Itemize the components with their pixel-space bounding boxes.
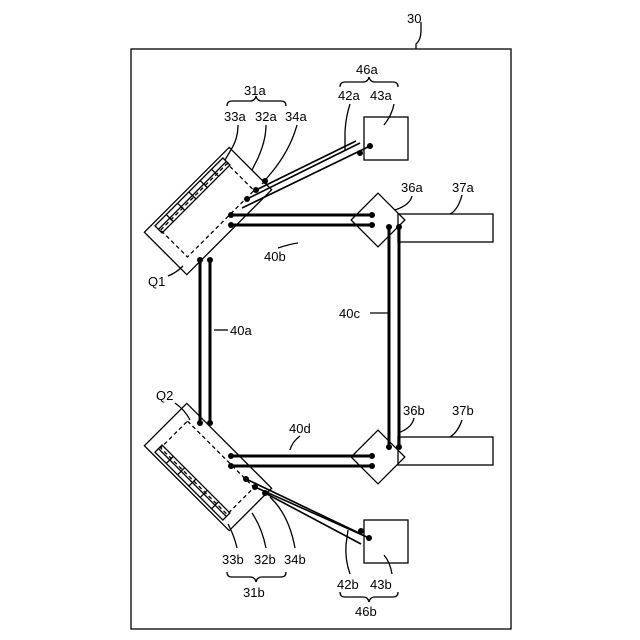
component-36a xyxy=(351,193,405,247)
label-37b: 37b xyxy=(452,403,474,418)
board-outline xyxy=(131,49,511,629)
busbar-40a xyxy=(200,260,210,423)
module-31a xyxy=(144,147,271,274)
label-Q1: Q1 xyxy=(148,274,165,289)
label-Q2: Q2 xyxy=(156,388,173,403)
label-33a: 33a xyxy=(224,109,246,124)
label-42a: 42a xyxy=(338,88,360,103)
label-30: 30 xyxy=(407,11,421,26)
label-31a: 31a xyxy=(244,83,266,98)
label-32b: 32b xyxy=(254,552,276,567)
wire-42b xyxy=(246,479,369,544)
label-31b: 31b xyxy=(243,585,265,600)
label-40c: 40c xyxy=(339,306,360,321)
busbar-40c xyxy=(389,227,399,447)
label-43a: 43a xyxy=(370,88,392,103)
terminal-37b xyxy=(398,437,493,465)
label-37a: 37a xyxy=(452,180,474,195)
label-40b: 40b xyxy=(264,249,286,264)
label-34a: 34a xyxy=(285,109,307,124)
leader-30 xyxy=(416,22,421,49)
label-36a: 36a xyxy=(401,180,423,195)
label-32a: 32a xyxy=(255,109,277,124)
label-36b: 36b xyxy=(403,403,425,418)
label-42b: 42b xyxy=(337,577,359,592)
label-40d: 40d xyxy=(289,421,311,436)
terminal-37a xyxy=(398,214,493,242)
label-33b: 33b xyxy=(222,552,244,567)
label-34b: 34b xyxy=(284,552,306,567)
label-40a: 40a xyxy=(230,323,252,338)
brace-46a xyxy=(340,77,398,87)
label-46a: 46a xyxy=(356,62,378,77)
leader-lines xyxy=(168,104,462,574)
brace-31b xyxy=(227,572,286,582)
connection-dots xyxy=(197,143,402,541)
label-43b: 43b xyxy=(370,577,392,592)
brace-46b xyxy=(340,592,398,602)
label-46b: 46b xyxy=(355,604,377,619)
busbar-40d xyxy=(231,456,372,466)
